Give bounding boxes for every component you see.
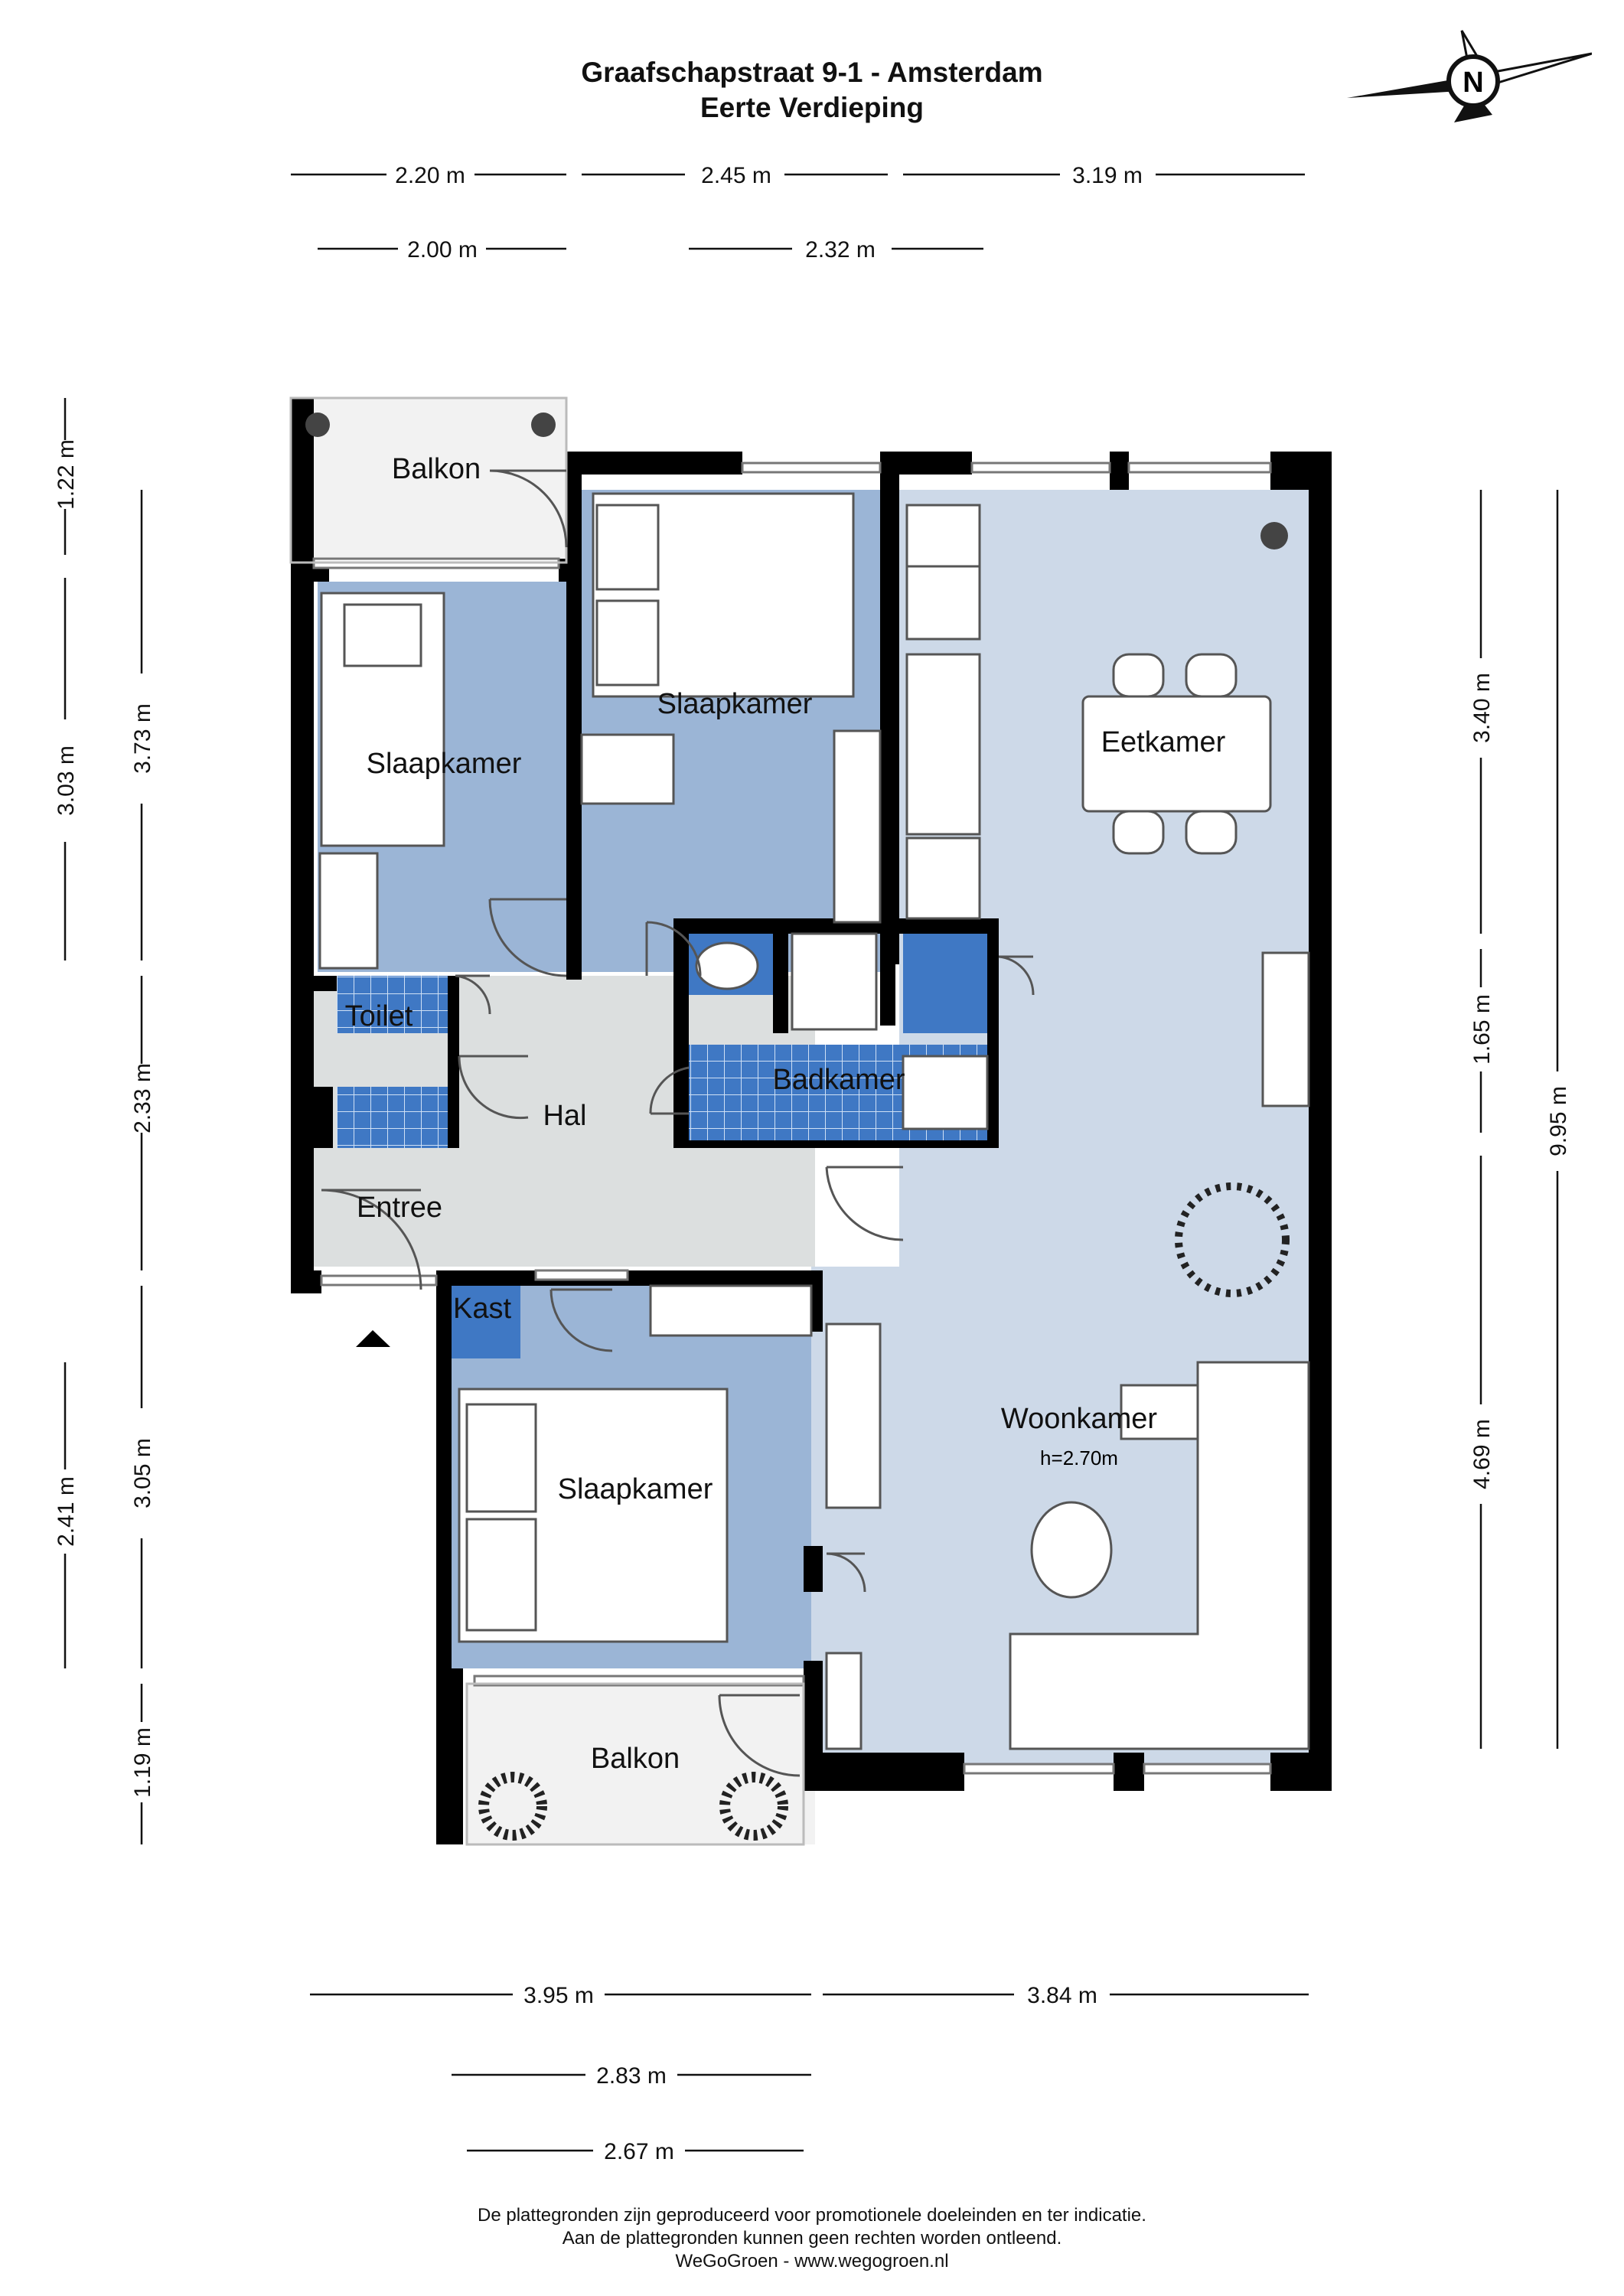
dim-top-1: 2.20 m [395, 163, 465, 188]
room-label-balkon-top: Balkon [392, 453, 481, 485]
footstool [1120, 1384, 1199, 1440]
furniture [318, 492, 1310, 1750]
plan-subtitle: Eerte Verdieping [700, 92, 924, 123]
dim-left-inner-4: 1.19 m [130, 1727, 155, 1798]
room-label-slaapkamer-top: Slaapkamer [657, 688, 813, 720]
dim-bottom-1: 3.95 m [523, 1983, 594, 2008]
washing-machine [902, 1055, 989, 1130]
chair-2 [1185, 653, 1238, 698]
footer-disclaimer-2: Aan de plattegronden kunnen geen rechten… [562, 2228, 1062, 2249]
room-label-balkon-bottom: Balkon [591, 1743, 680, 1775]
north-arrow-icon: N [1347, 30, 1592, 122]
dim-bottom-3: 2.83 m [596, 2063, 667, 2089]
doors [321, 469, 1035, 1777]
shower [791, 932, 878, 1031]
room-label-slaapkamer-left: Slaapkamer [367, 748, 522, 780]
kitchen-cabinet-1 [905, 504, 981, 568]
sink-floor [337, 1087, 448, 1148]
balcony-top-rail [289, 396, 568, 564]
room-label-kast: Kast [453, 1293, 511, 1325]
pillow-top-1 [595, 504, 660, 591]
toilet-floor [337, 976, 448, 1033]
room-label-eetkamer: Eetkamer [1101, 726, 1226, 758]
toilet-bowl [695, 941, 759, 990]
dim-left-2: 3.03 m [54, 745, 79, 816]
pillow-left [343, 603, 422, 667]
dim-bottom-4: 2.67 m [604, 2139, 674, 2164]
coffee-table [1030, 1501, 1113, 1599]
plan-title: Graafschapstraat 9-1 - Amsterdam [581, 57, 1043, 88]
footer-credit: WeGoGroen - www.wegogroen.nl [675, 2251, 949, 2272]
chair-1 [1112, 653, 1165, 698]
wardrobe-bottom [649, 1284, 813, 1337]
balcony-bottom-rail [465, 1682, 805, 1846]
balcony-top-floor [306, 398, 566, 563]
dimension-lines [64, 173, 1559, 2152]
room-height-label: h=2.70m [1040, 1446, 1118, 1469]
cabinet-bottom [825, 1322, 882, 1509]
dim-right-2: 1.65 m [1469, 994, 1495, 1065]
bathroom-shower-floor [903, 934, 991, 1033]
desk-top [580, 733, 675, 805]
cabinet-living [1261, 951, 1310, 1107]
plants [305, 413, 1290, 1841]
dim-left-inner-2: 2.33 m [130, 1063, 155, 1133]
pillow-bottom-2 [465, 1518, 537, 1632]
dim-right-3: 4.69 m [1469, 1419, 1495, 1489]
chair-4 [1185, 810, 1238, 855]
room-label-toilet: Toilet [345, 1000, 413, 1032]
dim-right-total: 9.95 m [1546, 1086, 1571, 1156]
fridge [905, 837, 981, 920]
dim-left-inner-3: 3.05 m [130, 1438, 155, 1508]
cabinet-bottom-2 [825, 1652, 863, 1750]
pillow-bottom-1 [465, 1403, 537, 1513]
wardrobe-left [318, 852, 379, 970]
corner-sofa [1009, 1361, 1310, 1750]
room-label-hal: Hal [543, 1100, 586, 1132]
dim-right-1: 3.40 m [1469, 673, 1495, 743]
kitchen-counter [905, 653, 981, 836]
wardrobe-top [833, 729, 882, 924]
room-label-woonkamer: Woonkamer [1001, 1403, 1158, 1435]
dim-top-5: 2.32 m [805, 237, 876, 263]
cooktop [905, 565, 981, 641]
dim-top-4: 2.00 m [407, 237, 478, 263]
footer-disclaimer-1: De plattegronden zijn geproduceerd voor … [478, 2205, 1146, 2226]
room-label-badkamer: Badkamer [772, 1064, 905, 1096]
room-label-entree: Entree [357, 1192, 442, 1224]
dim-left-inner-1: 3.73 m [130, 703, 155, 774]
dim-left-1: 1.22 m [54, 439, 79, 510]
pillow-top-2 [595, 599, 660, 687]
dining-table [1081, 695, 1272, 813]
walls [291, 398, 1332, 1844]
dim-top-2: 2.45 m [701, 163, 771, 188]
dim-left-3: 2.41 m [54, 1476, 79, 1547]
room-label-slaapkamer-bottom: Slaapkamer [558, 1473, 713, 1505]
dim-top-3: 3.19 m [1072, 163, 1143, 188]
entrance-arrow-icon [356, 1330, 390, 1347]
compass-label: N [1463, 67, 1483, 99]
dim-bottom-2: 3.84 m [1027, 1983, 1097, 2008]
closet-floor [452, 1286, 520, 1358]
chair-3 [1112, 810, 1165, 855]
